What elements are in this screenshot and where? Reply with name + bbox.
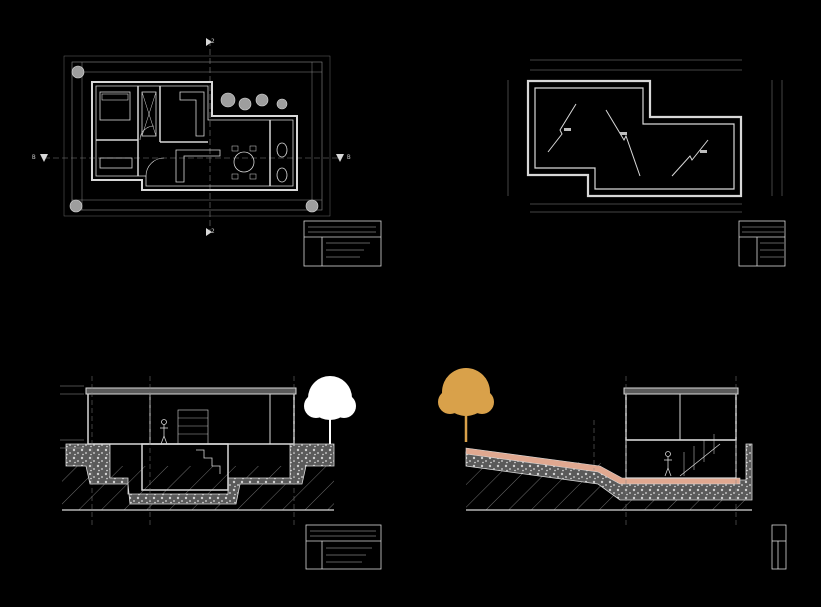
title-block-section-b [771, 524, 787, 570]
section-cut-label-right: B [347, 154, 351, 161]
section-cut-label-left: B [32, 154, 36, 161]
title-block-roof [738, 220, 786, 267]
person-icon [160, 419, 168, 445]
section-cut-label-bottom: 2 [211, 228, 215, 235]
section-basement [60, 376, 335, 528]
roof-plan [507, 59, 783, 213]
floor-plan [44, 40, 340, 232]
triangle-arrow-icon [40, 38, 344, 236]
tree-icon [438, 368, 494, 442]
section-ramp [465, 376, 753, 528]
person-icon [664, 451, 672, 477]
title-block-plan [303, 220, 382, 267]
section-cut-label-top: 2 [211, 38, 215, 45]
title-block-section-a [305, 524, 382, 570]
shrub-icon [69, 65, 319, 213]
tree-icon [304, 376, 356, 444]
